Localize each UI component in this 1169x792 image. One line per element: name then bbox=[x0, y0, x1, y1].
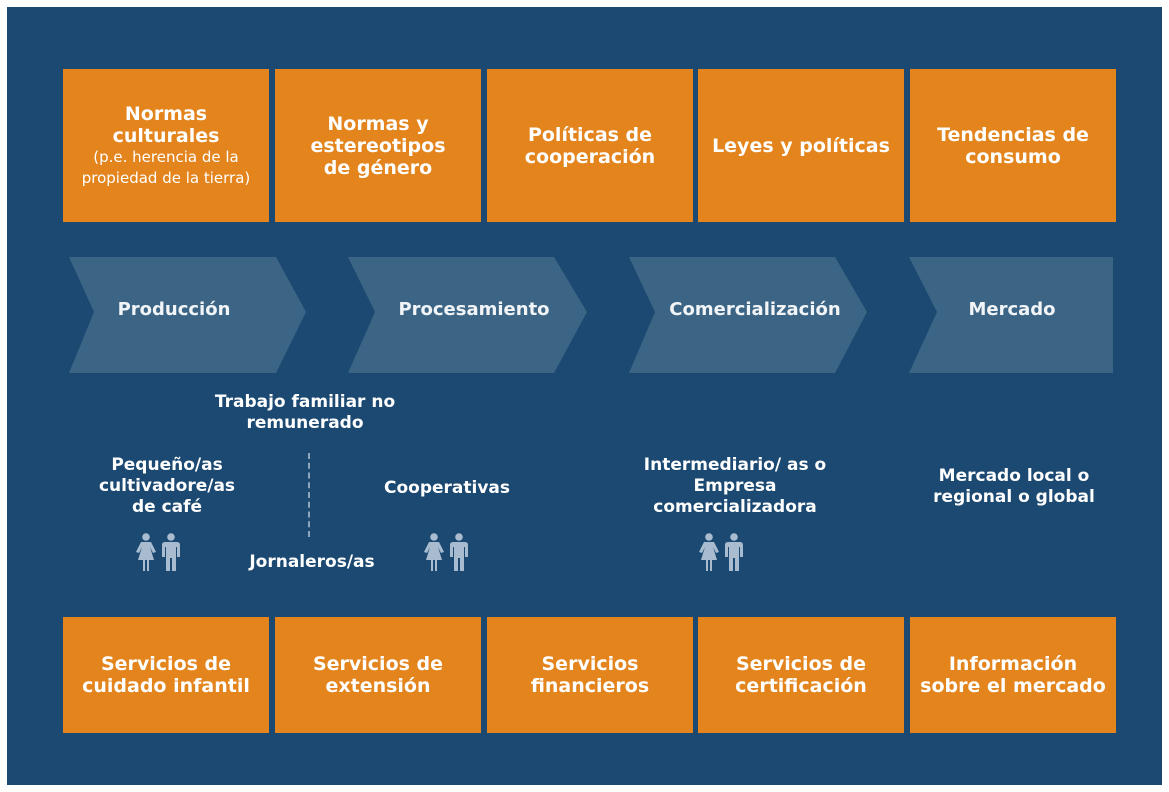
factor-box-cooperation-policies: Políticas de cooperación bbox=[487, 69, 693, 222]
service-box-market-information: Información sobre el mercado bbox=[910, 617, 1116, 733]
label-cooperatives: Cooperativas bbox=[383, 478, 510, 498]
factor-box-gender-norms: Normas y estereotipos de género bbox=[275, 69, 481, 222]
stage-label-mercado: Mercado bbox=[968, 299, 1056, 320]
service-box-childcare: Servicios de cuidado infantil bbox=[63, 617, 269, 733]
service-label: Información sobre el mercado bbox=[920, 653, 1106, 697]
female-person-icon bbox=[136, 533, 156, 571]
chevron-produccion bbox=[69, 257, 306, 373]
people-icon-intermediaries bbox=[699, 533, 743, 571]
value-chain-arrows bbox=[69, 257, 1113, 373]
label-market-scope: Mercado local o regional o global bbox=[933, 466, 1095, 507]
service-label: Servicios de extensión bbox=[312, 653, 444, 697]
female-person-icon bbox=[424, 533, 444, 571]
service-label: Servicios de certificación bbox=[735, 653, 867, 697]
male-person-icon bbox=[450, 533, 468, 571]
chevron-comercializacion bbox=[629, 257, 867, 373]
factor-box-consumption-trends: Tendencias de consumo bbox=[910, 69, 1116, 222]
diagram-canvas: Normas culturales (p.e. herencia de la p… bbox=[7, 7, 1162, 785]
service-label: Servicios financieros bbox=[530, 653, 650, 697]
service-box-extension: Servicios de extensión bbox=[275, 617, 481, 733]
factor-box-cultural-norms: Normas culturales (p.e. herencia de la p… bbox=[63, 69, 269, 222]
chevron-mercado bbox=[909, 257, 1113, 373]
label-intermediaries: Intermediario/ as o Empresa comercializa… bbox=[643, 455, 827, 517]
factor-subtitle: (p.e. herencia de la propiedad de la tie… bbox=[81, 147, 251, 187]
factor-title: Normas culturales bbox=[112, 102, 220, 147]
chevron-procesamiento bbox=[348, 257, 587, 373]
label-unpaid-family-work: Trabajo familiar no remunerado bbox=[214, 392, 396, 433]
factor-title: Políticas de cooperación bbox=[524, 123, 656, 168]
male-person-icon bbox=[725, 533, 743, 571]
people-icon-cooperatives bbox=[424, 533, 468, 571]
factor-title: Tendencias de consumo bbox=[937, 123, 1089, 168]
male-person-icon bbox=[162, 533, 180, 571]
people-icon-smallholders bbox=[136, 533, 180, 571]
factor-title: Leyes y políticas bbox=[712, 134, 890, 157]
dashed-divider bbox=[308, 453, 310, 537]
factor-box-laws-policies: Leyes y políticas bbox=[698, 69, 904, 222]
label-smallholders: Pequeño/as cultivadore/as de café bbox=[98, 455, 236, 517]
service-label: Servicios de cuidado infantil bbox=[82, 653, 250, 697]
service-box-financial: Servicios financieros bbox=[487, 617, 693, 733]
service-box-certification: Servicios de certificación bbox=[698, 617, 904, 733]
female-person-icon bbox=[699, 533, 719, 571]
stage-label-produccion: Producción bbox=[117, 299, 231, 320]
factor-title: Normas y estereotipos de género bbox=[310, 112, 446, 179]
stage-label-comercializacion: Comercialización bbox=[669, 299, 841, 320]
stage-label-procesamiento: Procesamiento bbox=[398, 299, 550, 320]
label-day-laborers: Jornaleros/as bbox=[249, 552, 375, 572]
